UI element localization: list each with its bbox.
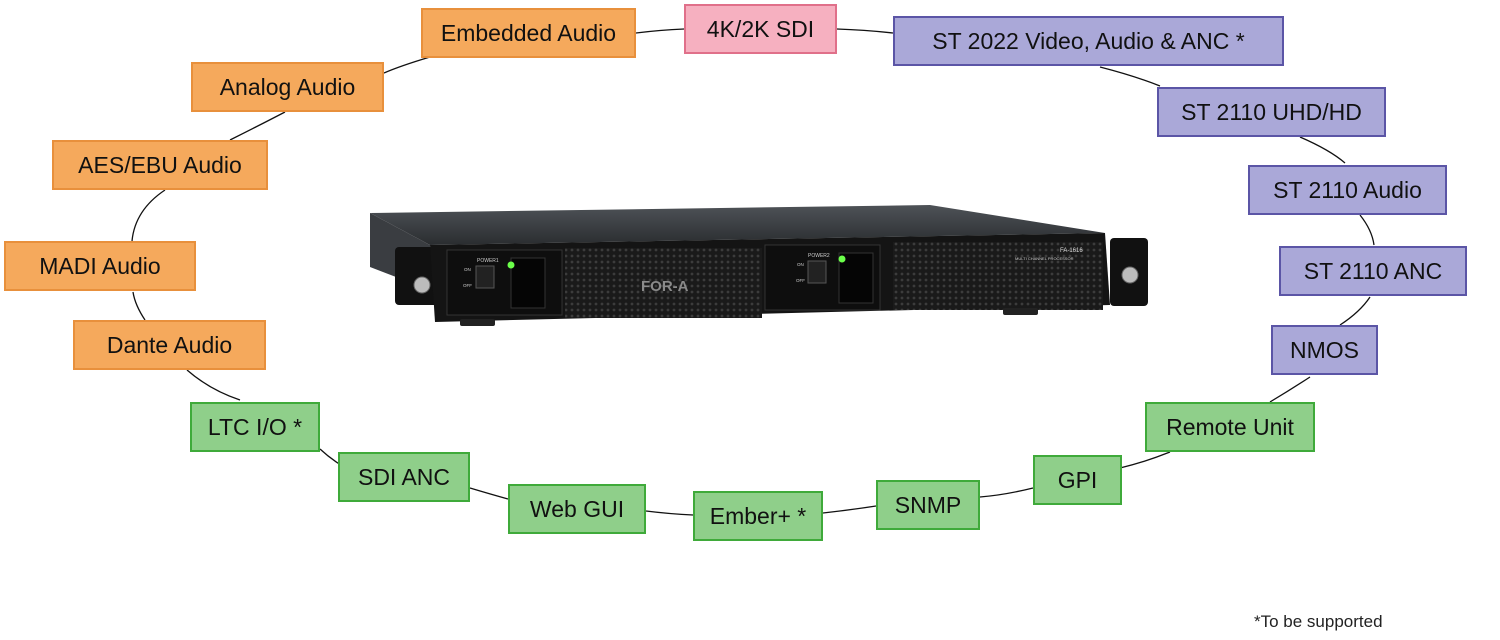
power-led-2	[838, 255, 846, 263]
node-madi-audio: MADI Audio	[4, 241, 196, 291]
psu1-window	[510, 257, 546, 309]
power-switch-1	[475, 265, 495, 289]
node-aes-ebu-audio: AES/EBU Audio	[52, 140, 268, 190]
node-ltc-io: LTC I/O *	[190, 402, 320, 452]
vent-grille-2	[893, 242, 1103, 310]
power1-on-label: ON	[464, 267, 471, 272]
thumbscrew-left	[413, 276, 431, 294]
node-snmp: SNMP	[876, 480, 980, 530]
fa-1616-device-image: POWER1 ON OFF FOR-A POWER2 ON OFF FA-161…	[370, 205, 1148, 326]
node-sdi-anc: SDI ANC	[338, 452, 470, 502]
psu2-window	[838, 252, 874, 304]
power1-off-label: OFF	[463, 283, 472, 288]
node-st2110-anc: ST 2110 ANC	[1279, 246, 1467, 296]
power-led-1	[507, 261, 515, 269]
footnote: *To be supported	[1254, 612, 1383, 631]
model-subtitle: MULTI CHANNEL PROCESSOR	[1015, 256, 1074, 261]
thumbscrew-right	[1121, 266, 1139, 284]
chassis-top	[370, 205, 1105, 245]
model-label: FA-1616	[1060, 248, 1083, 254]
node-embedded-audio: Embedded Audio	[421, 8, 636, 58]
node-analog-audio: Analog Audio	[191, 62, 384, 112]
foot-left	[460, 319, 495, 326]
node-web-gui: Web GUI	[508, 484, 646, 534]
rack-ear-left	[395, 247, 440, 305]
node-4k2k-sdi: 4K/2K SDI	[684, 4, 837, 54]
node-ember-plus: Ember+ *	[693, 491, 823, 541]
node-st2110-uhd-hd: ST 2110 UHD/HD	[1157, 87, 1386, 137]
power1-label: POWER1	[477, 258, 499, 264]
brand-logo: FOR-A	[641, 278, 689, 295]
foot-right	[1003, 308, 1038, 315]
node-remote-unit: Remote Unit	[1145, 402, 1315, 452]
node-dante-audio: Dante Audio	[73, 320, 266, 370]
power-switch-2	[807, 260, 827, 284]
node-st2110-audio: ST 2110 Audio	[1248, 165, 1447, 215]
node-gpi: GPI	[1033, 455, 1122, 505]
power2-off-label: OFF	[796, 278, 805, 283]
power2-on-label: ON	[797, 262, 804, 267]
node-nmos: NMOS	[1271, 325, 1378, 375]
power2-label: POWER2	[808, 253, 830, 259]
node-st2022: ST 2022 Video, Audio & ANC *	[893, 16, 1284, 66]
vent-grille-1	[565, 248, 762, 318]
